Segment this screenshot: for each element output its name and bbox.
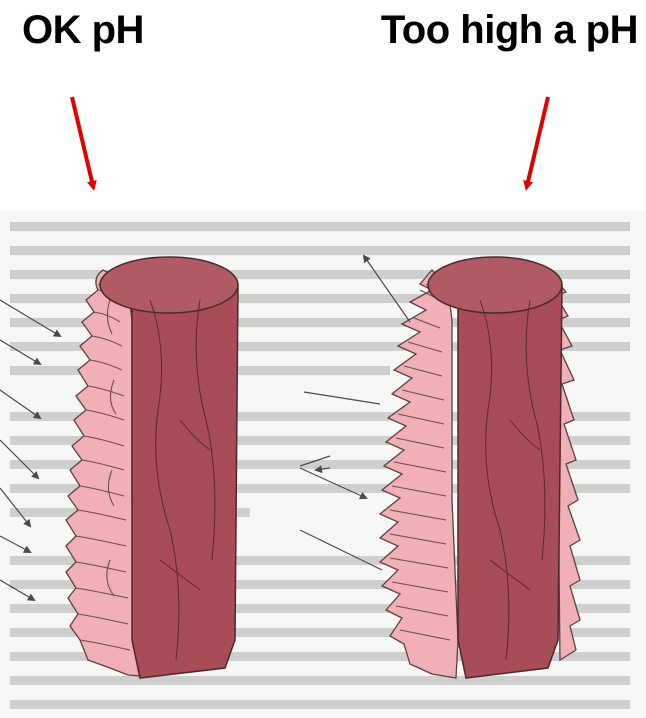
left-pointer-arrow xyxy=(72,97,93,186)
right-cortex-top xyxy=(428,257,562,313)
left-cortex-top xyxy=(100,257,238,313)
right-pointer-arrow xyxy=(527,97,548,186)
